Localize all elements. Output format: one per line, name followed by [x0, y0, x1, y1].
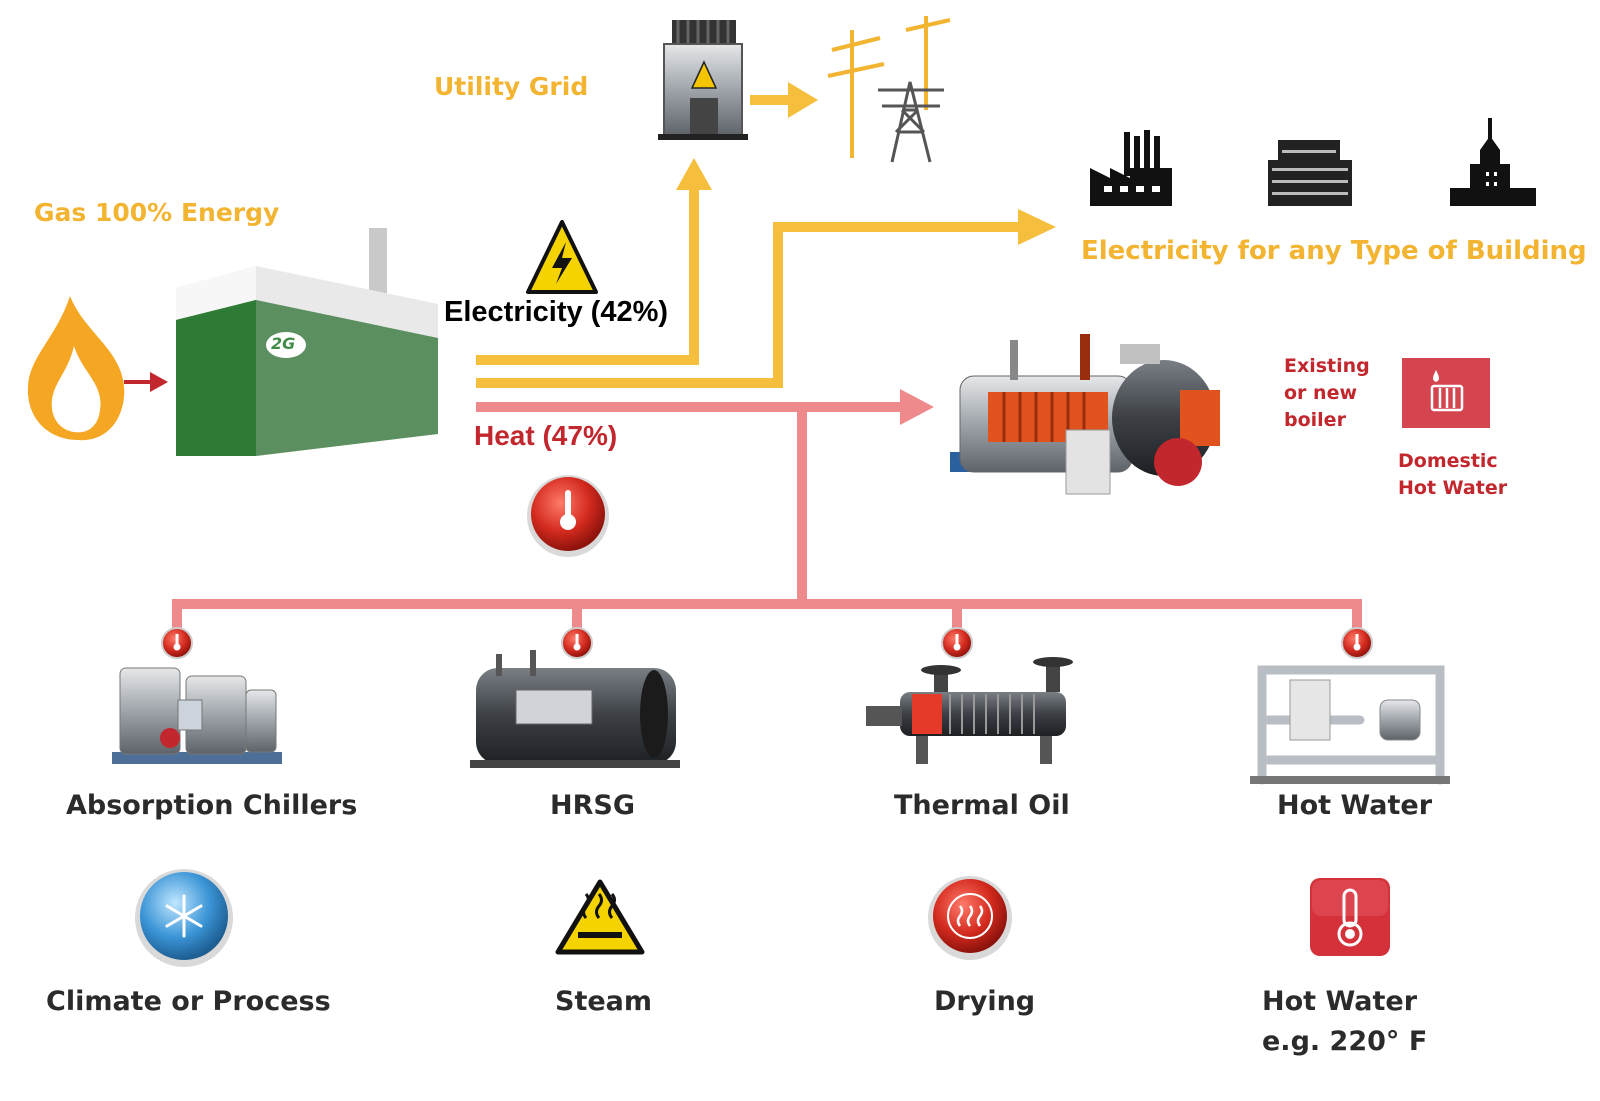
purpose-label-steam: Steam: [555, 986, 653, 1017]
thermo-badge-4: [1341, 627, 1373, 659]
boiler-label-line3: boiler: [1284, 409, 1346, 431]
hot-surface-warning-icon: [555, 879, 645, 955]
snowflake-icon: [135, 869, 233, 967]
equipment-label-hot-water: Hot Water: [1277, 790, 1433, 821]
power-lines-icon: [827, 16, 951, 163]
equipment-label-absorption-chillers: Absorption Chillers: [66, 790, 358, 821]
electricity-arrowheads: [676, 82, 1056, 245]
existing-boiler-image: [950, 334, 1220, 495]
hot-water-skid-image: [1250, 665, 1450, 785]
domestic-hot-water-label: Domestic Hot Water: [1398, 448, 1507, 502]
boiler-label-line1: Existing: [1284, 355, 1370, 377]
boiler-label-line2: or new: [1284, 382, 1358, 404]
utility-grid-label: Utility Grid: [434, 72, 589, 101]
radiator-icon: [1402, 358, 1490, 428]
thermo-badge-3: [941, 627, 973, 659]
thermometer-ball-icon: [527, 475, 609, 557]
domestic-hot-water-line1: Domestic: [1398, 450, 1498, 472]
purpose-label-hot-water: Hot Water: [1262, 986, 1418, 1017]
thermometer-icon: [1310, 878, 1390, 956]
equipment-label-thermal-oil: Thermal Oil: [894, 790, 1070, 821]
absorption-chiller-image: [112, 667, 282, 764]
chp-engine: [176, 228, 438, 456]
heat-arrowhead: [900, 389, 934, 425]
energy-percent-label: 100% Energy: [95, 198, 280, 227]
skyscraper-icon: [1450, 118, 1536, 206]
heat-label: Heat (47%): [474, 420, 618, 451]
purpose-label-drying: Drying: [934, 986, 1036, 1017]
thermal-oil-heater-image: [866, 657, 1073, 764]
electricity-label: Electricity (42%): [444, 296, 669, 328]
gas-label: Gas: [34, 198, 87, 227]
heat-waves-icon: [928, 876, 1012, 960]
purpose-label-climate-or-process: Climate or Process: [46, 986, 331, 1017]
thermo-badge-1: [161, 627, 193, 659]
purpose-label-hot-water-temperature: e.g. 220° F: [1262, 1026, 1428, 1057]
electricity-flow-lines: [476, 95, 1020, 388]
transformer-icon: [658, 20, 748, 140]
office-building-icon: [1268, 140, 1352, 206]
factory-icon: [1090, 130, 1172, 206]
equipment-label-hrsg: HRSG: [550, 790, 635, 821]
flame-icon: [27, 296, 125, 441]
gas-input-arrow: [124, 372, 168, 392]
gas-energy-label: Gas 100% Energy: [34, 198, 279, 227]
domestic-hot-water-line2: Hot Water: [1398, 477, 1508, 499]
boiler-label: Existing or new boiler: [1284, 353, 1370, 434]
hrsg-image: [470, 650, 680, 768]
buildings-label: Electricity for any Type of Building: [1081, 236, 1587, 266]
engine-badge: 2G: [271, 334, 296, 353]
branch-thermo-badges: [161, 627, 1373, 659]
high-voltage-warning-icon: [526, 220, 598, 294]
thermo-badge-2: [561, 627, 593, 659]
